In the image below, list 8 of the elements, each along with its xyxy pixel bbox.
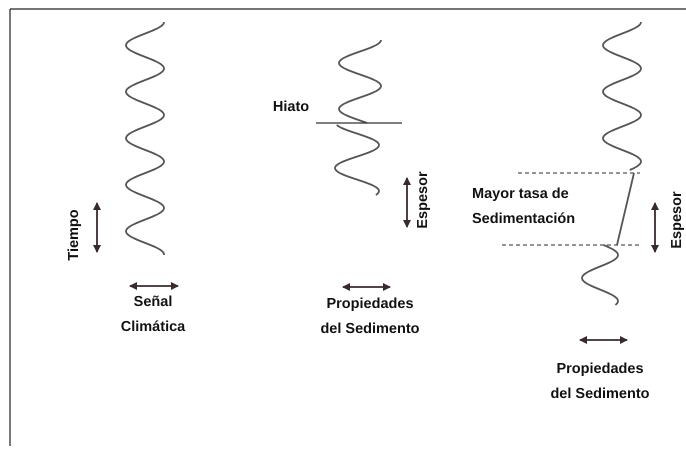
annotation-label: Hiato [272, 98, 310, 117]
annotation-label: Mayor tasa de Sedimentación [472, 185, 576, 229]
axis-label: Propiedades del Sedimento [319, 295, 421, 339]
axis-label: Espesor [669, 190, 685, 251]
axis-label: Espesor [415, 170, 431, 231]
axis-label: Señal Climática [120, 293, 186, 337]
axis-label: Tiempo [66, 208, 82, 263]
axis-label: Propiedades del Sedimento [549, 360, 651, 404]
